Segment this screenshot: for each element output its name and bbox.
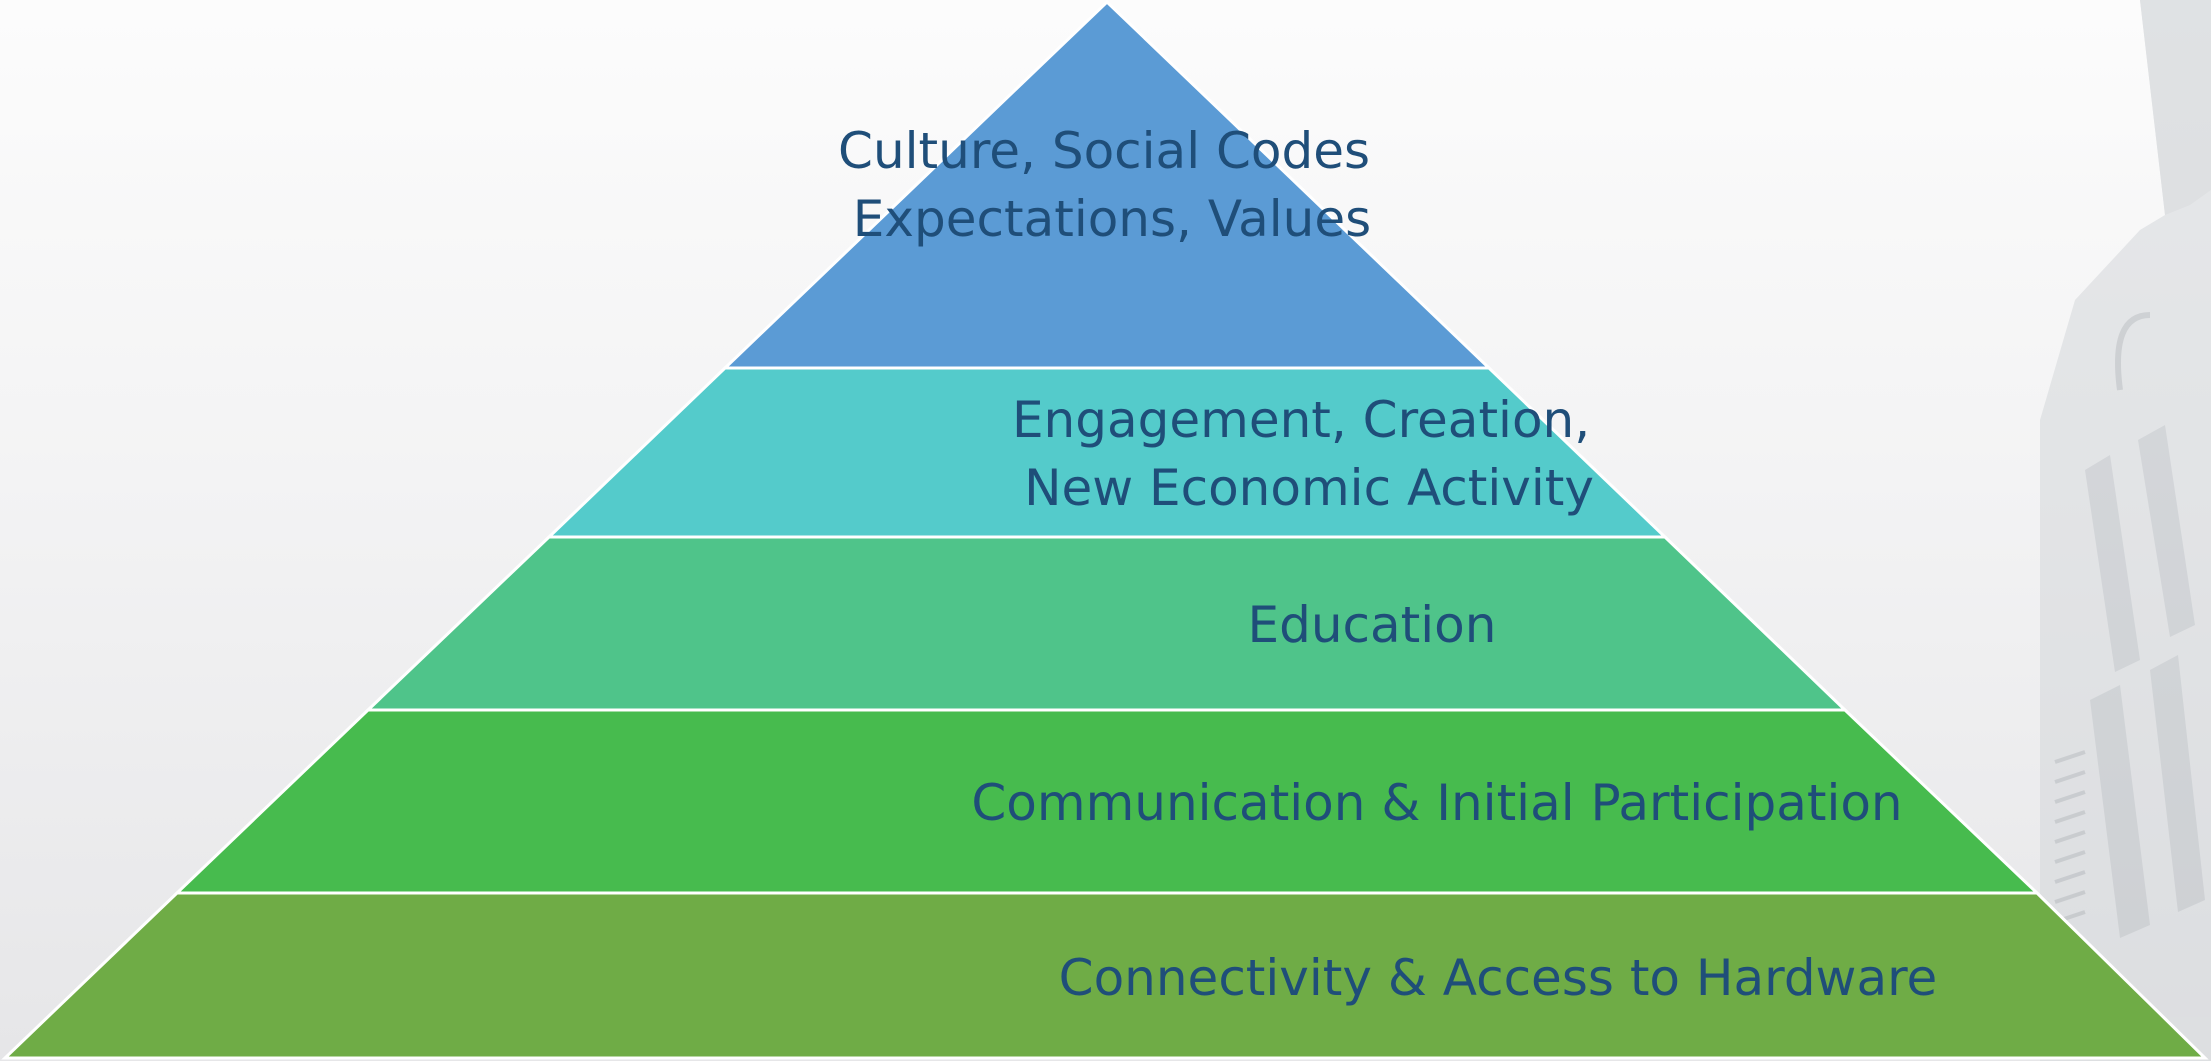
tier-3-label: Education: [1248, 596, 1497, 654]
tier-2-label-line-1: Engagement, Creation,: [1012, 391, 1590, 449]
tier-4-label: Communication & Initial Participation: [971, 774, 1902, 832]
tier-5-label: Connectivity & Access to Hardware: [1059, 949, 1938, 1007]
tier-4-label-line-1: Communication & Initial Participation: [971, 774, 1902, 832]
tier-2-label-line-2: New Economic Activity: [1024, 459, 1594, 517]
tier-1-label-line-1: Culture, Social Codes: [838, 122, 1370, 180]
background-tower-illustration: [2040, 0, 2211, 1061]
tier-1-label-line-2: Expectations, Values: [853, 190, 1371, 248]
tier-3-label-line-1: Education: [1248, 596, 1497, 654]
pyramid-tier-5: [1, 891, 2209, 1060]
tier-2-label: Engagement, Creation, New Economic Activ…: [1012, 391, 1606, 517]
pyramid-tier-3: [364, 535, 1849, 712]
tier-5-label-line-1: Connectivity & Access to Hardware: [1059, 949, 1938, 1007]
pyramid-tier-1: [721, 0, 1493, 370]
tier-1-label: Culture, Social Codes Expectations, Valu…: [838, 122, 1386, 248]
